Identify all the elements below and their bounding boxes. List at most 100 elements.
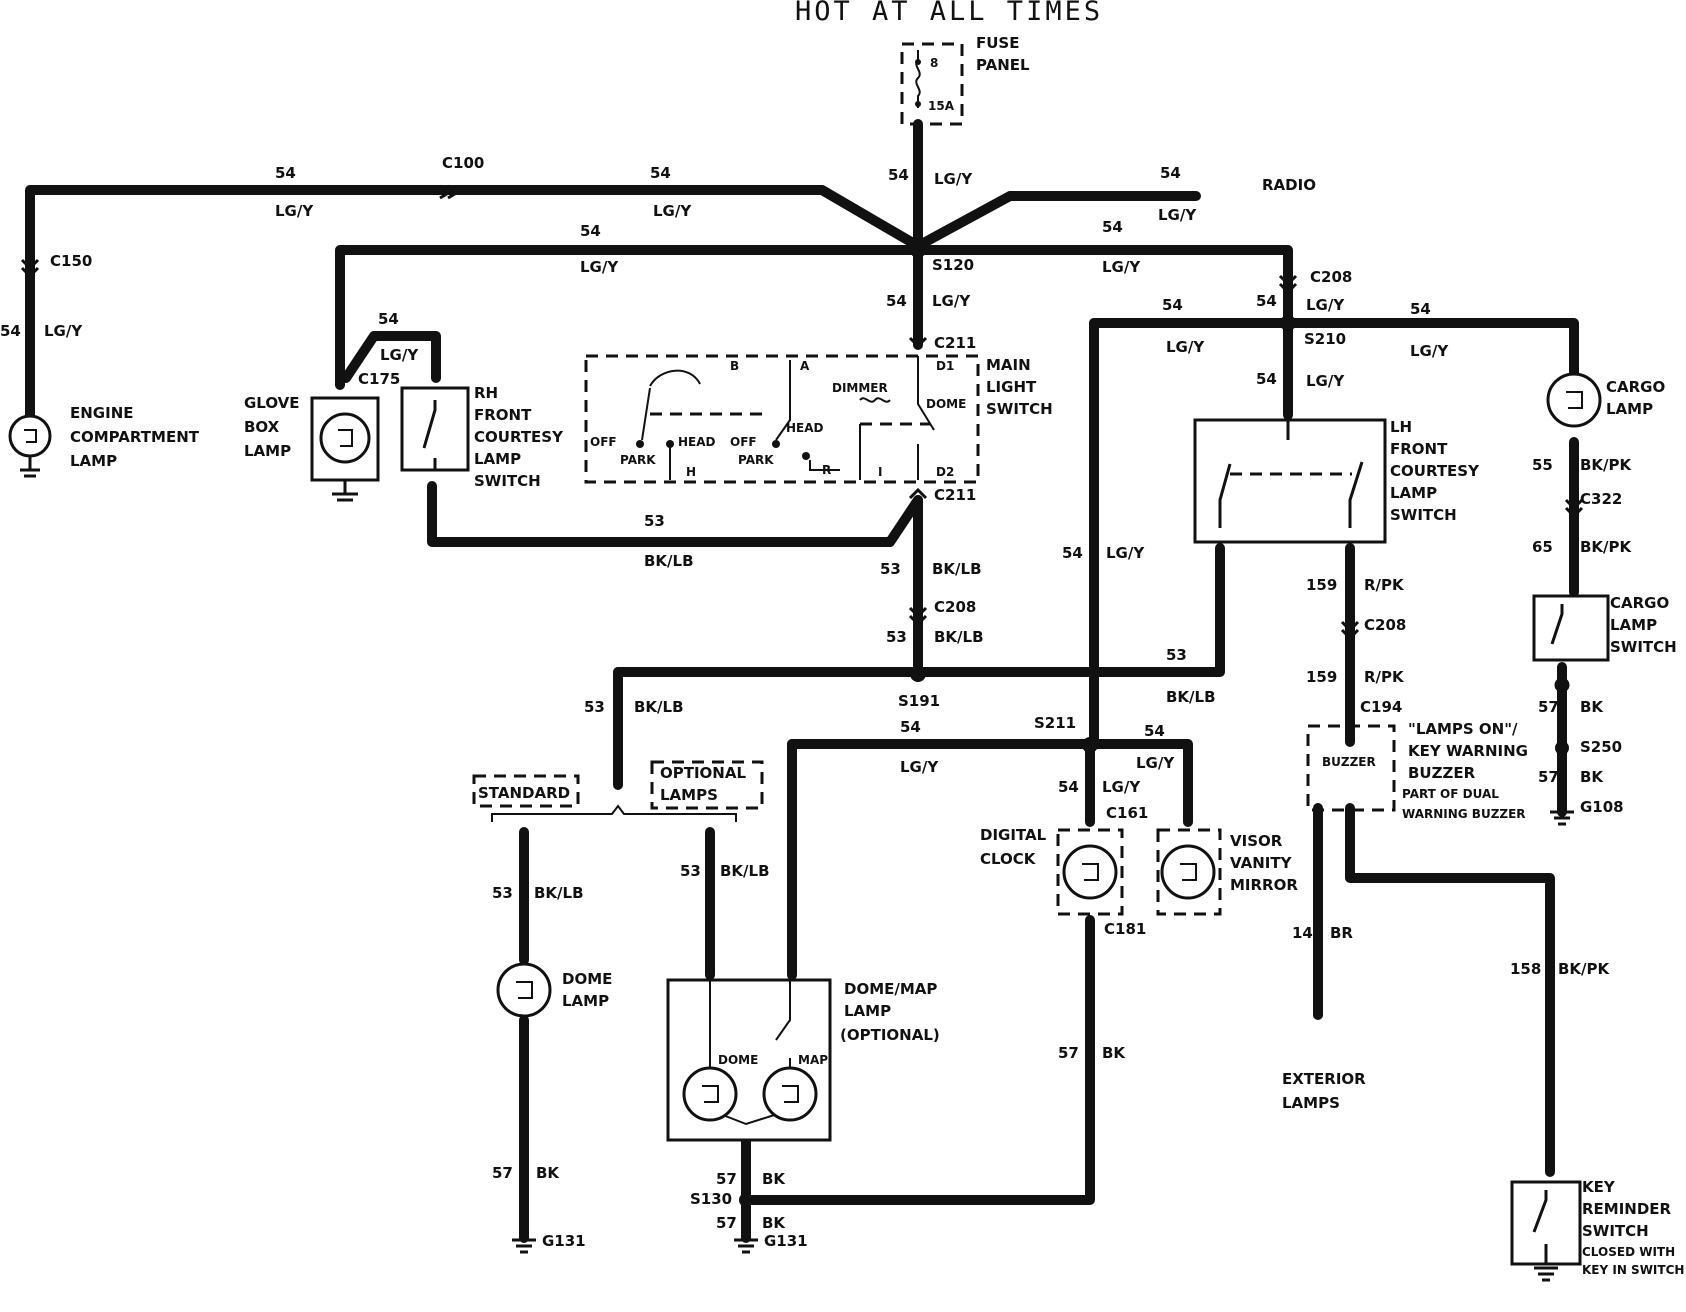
key-note-2: KEY IN SWITCH — [1582, 1263, 1684, 1277]
connector-chevrons — [20, 184, 1584, 641]
svg-text:54: 54 — [1256, 370, 1277, 388]
fuse-panel: 8 15A FUSE PANEL — [900, 34, 1030, 126]
key-reminder-switch — [1510, 1180, 1582, 1266]
svg-text:54: 54 — [1058, 778, 1079, 796]
svg-text:LG/Y: LG/Y — [932, 292, 971, 310]
rh-courtesy-switch — [400, 386, 470, 472]
svg-text:54: 54 — [0, 322, 21, 340]
svg-text:57: 57 — [492, 1164, 513, 1182]
cargo-switch-label-1: CARGO — [1610, 594, 1669, 612]
exterior-label-2: LAMPS — [1282, 1094, 1340, 1112]
svg-text:53: 53 — [584, 698, 605, 716]
rh-switch-label-2: FRONT — [474, 406, 532, 424]
buzzer-label-3: BUZZER — [1408, 764, 1476, 782]
svg-text:LG/Y: LG/Y — [1136, 754, 1175, 772]
svg-text:R/PK: R/PK — [1364, 668, 1405, 686]
wires — [25, 119, 1579, 1243]
svg-text:BK/LB: BK/LB — [932, 560, 982, 578]
svg-text:R/PK: R/PK — [1364, 576, 1405, 594]
buzzer-box-label: BUZZER — [1322, 755, 1376, 769]
g131-label: G131 — [542, 1232, 586, 1250]
svg-text:54: 54 — [888, 166, 909, 184]
rh-switch-label-3: COURTESY — [474, 428, 564, 446]
cargo-lamp-label-1: CARGO — [1606, 378, 1665, 396]
svg-text:BK: BK — [1102, 1044, 1126, 1062]
fuse-label-2: PANEL — [976, 56, 1030, 74]
svg-text:LG/Y: LG/Y — [934, 170, 973, 188]
clock-label-1: DIGITAL — [980, 826, 1047, 844]
buzzer-label-2: KEY WARNING — [1408, 742, 1528, 760]
c211-label-2: C211 — [934, 486, 976, 504]
cargo-lamp-label-2: LAMP — [1606, 400, 1653, 418]
clock-label-2: CLOCK — [980, 850, 1037, 868]
svg-text:57: 57 — [1058, 1044, 1079, 1062]
svg-text:53: 53 — [886, 628, 907, 646]
component-labels: RADIO ENGINE COMPARTMENT LAMP GLOVE BOX … — [70, 176, 1684, 1277]
svg-text:BK: BK — [762, 1170, 786, 1188]
cargo-switch-label-2: LAMP — [1610, 616, 1657, 634]
svg-text:BK/LB: BK/LB — [934, 628, 984, 646]
svg-text:54: 54 — [1062, 544, 1083, 562]
lh-switch-label-2: FRONT — [1390, 440, 1448, 458]
svg-text:LG/Y: LG/Y — [1102, 778, 1141, 796]
svg-text:BK/LB: BK/LB — [720, 862, 770, 880]
svg-text:D2: D2 — [936, 465, 954, 479]
engine-compartment-lamp — [8, 414, 52, 478]
c150-label: C150 — [50, 252, 92, 270]
svg-text:LG/Y: LG/Y — [380, 346, 419, 364]
svg-text:LG/Y: LG/Y — [1102, 258, 1141, 276]
svg-text:BK/LB: BK/LB — [1166, 688, 1216, 706]
svg-text:LG/Y: LG/Y — [1158, 206, 1197, 224]
main-switch-label-3: SWITCH — [986, 400, 1053, 418]
c211-label: C211 — [934, 334, 976, 352]
svg-text:DIMMER: DIMMER — [832, 381, 888, 395]
glove-box-lamp — [310, 396, 380, 502]
dome-map-label-3: (OPTIONAL) — [840, 1026, 940, 1044]
engine-lamp-label-3: LAMP — [70, 452, 117, 470]
cargo-lamp — [1546, 372, 1602, 428]
buzzer-label-1: "LAMPS ON"/ — [1408, 720, 1518, 738]
svg-text:54: 54 — [1256, 292, 1277, 310]
svg-text:BR: BR — [1330, 924, 1353, 942]
svg-text:OFF: OFF — [730, 435, 757, 449]
svg-text:BK/PK: BK/PK — [1558, 960, 1611, 978]
visor-label-1: VISOR — [1230, 832, 1283, 850]
svg-text:BK: BK — [536, 1164, 560, 1182]
dome-lamp — [496, 962, 552, 1018]
svg-text:R: R — [822, 463, 831, 477]
c322-label: C322 — [1580, 490, 1622, 508]
rh-switch-label-1: RH — [474, 384, 498, 402]
main-switch-label-2: LIGHT — [986, 378, 1037, 396]
key-switch-label-3: SWITCH — [1582, 1222, 1649, 1240]
svg-text:LG/Y: LG/Y — [275, 202, 314, 220]
svg-text:57: 57 — [1538, 698, 1559, 716]
dome-map-inner-map: MAP — [798, 1053, 828, 1067]
svg-text:158: 158 — [1510, 960, 1541, 978]
s250-label: S250 — [1580, 738, 1622, 756]
svg-text:LG/Y: LG/Y — [1106, 544, 1145, 562]
svg-text:LG/Y: LG/Y — [1410, 342, 1449, 360]
svg-text:A: A — [800, 359, 810, 373]
c100-label: C100 — [442, 154, 484, 172]
buzzer — [1306, 724, 1396, 812]
buzzer-note-1: PART OF DUAL — [1402, 787, 1499, 801]
svg-text:54: 54 — [886, 292, 907, 310]
s191-label: S191 — [898, 692, 940, 710]
svg-text:LG/Y: LG/Y — [900, 758, 939, 776]
svg-text:LG/Y: LG/Y — [1166, 338, 1205, 356]
svg-text:H: H — [686, 465, 696, 479]
svg-text:53: 53 — [880, 560, 901, 578]
main-light-switch — [584, 354, 980, 484]
c175-label: C175 — [358, 370, 400, 388]
lh-switch-label-3: COURTESY — [1390, 462, 1480, 480]
cargo-switch-label-3: SWITCH — [1610, 638, 1677, 656]
s211-label: S211 — [1034, 714, 1076, 732]
svg-text:54: 54 — [1162, 296, 1183, 314]
engine-lamp-label-2: COMPARTMENT — [70, 428, 200, 446]
svg-text:14: 14 — [1292, 924, 1313, 942]
visor-label-3: MIRROR — [1230, 876, 1298, 894]
svg-text:BK: BK — [1580, 698, 1604, 716]
svg-text:LG/Y: LG/Y — [1306, 372, 1345, 390]
dome-label-2: LAMP — [562, 992, 609, 1010]
c194-label: C194 — [1360, 698, 1402, 716]
